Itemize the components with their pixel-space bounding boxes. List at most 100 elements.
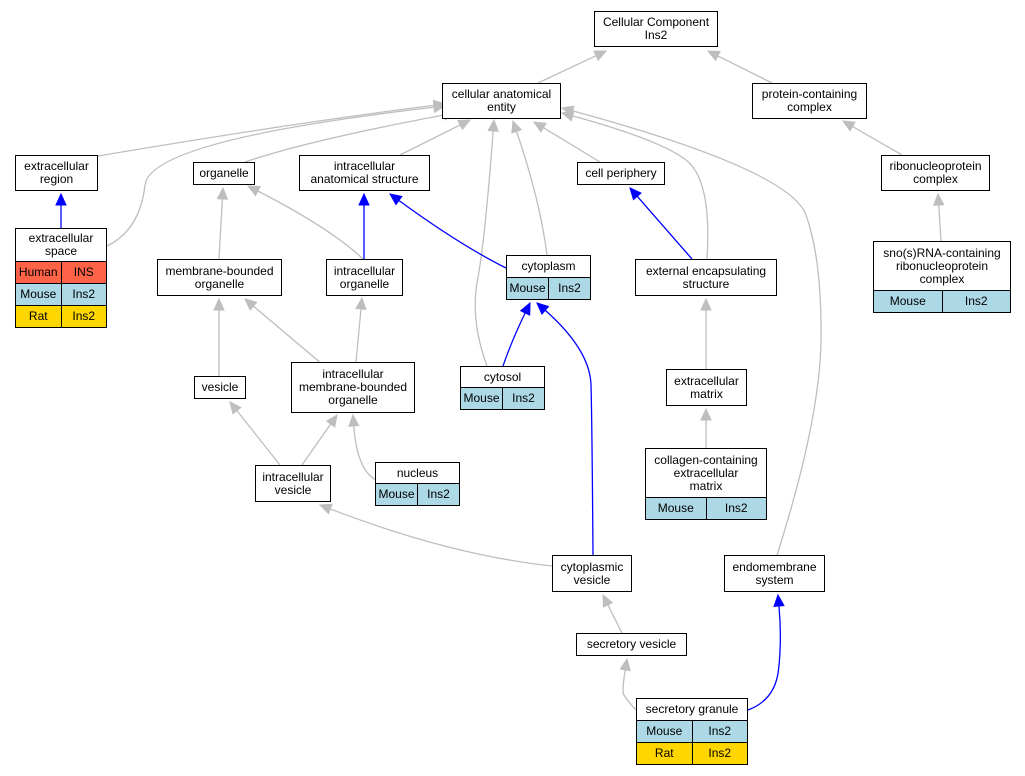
- arrowhead-icon: [55, 192, 67, 206]
- term-node-extracellular-matrix[interactable]: extracellular matrix: [666, 369, 747, 406]
- term-label: intracellular vesicle: [262, 469, 324, 497]
- arrowhead-icon: [700, 297, 712, 311]
- term-label: nucleus: [396, 465, 439, 480]
- arrowhead-icon: [536, 302, 550, 315]
- arrowhead-icon: [244, 298, 258, 311]
- arrowhead-icon: [487, 118, 499, 132]
- term-node-vesicle[interactable]: vesicle: [194, 376, 246, 399]
- edge-line: [355, 308, 362, 363]
- edge-intracellular_organelle-to-intracellular_anatomical_structure: [358, 192, 370, 259]
- term-node-extracellular-region[interactable]: extracellular region: [15, 155, 98, 191]
- edge-line: [515, 131, 548, 256]
- term-node-collagen-ecm[interactable]: collagen-containing extracellular matrix…: [645, 448, 767, 520]
- term-node-endomembrane-system[interactable]: endomembrane system: [724, 555, 825, 592]
- edge-line: [106, 106, 435, 247]
- term-label: cytoplasm: [521, 259, 576, 273]
- term-label: secretory granule: [645, 702, 739, 716]
- edge-cytoplasm-to-intracellular_anatomical_structure: [389, 193, 507, 269]
- edge-nucleus-to-intracellular_mb_organelle: [348, 413, 377, 481]
- arrowhead-icon: [246, 185, 261, 197]
- term-node-secretory-vesicle[interactable]: secretory vesicle: [576, 633, 687, 656]
- arrowhead-icon: [511, 119, 523, 134]
- edge-secretory_granule-to-endomembrane_system: [747, 593, 785, 711]
- term-label: cytosol: [483, 369, 522, 384]
- term-node-organelle[interactable]: organelle: [193, 162, 255, 185]
- edge-collagen_ecm-to-extracellular_matrix: [700, 407, 712, 448]
- edge-line: [398, 199, 507, 269]
- arrowhead-icon: [932, 192, 945, 206]
- term-node-snorna-rnp-complex[interactable]: sno(s)RNA-containing ribonucleoprotein c…: [873, 241, 1011, 313]
- edge-line: [938, 204, 942, 242]
- arrowhead-icon: [355, 296, 367, 310]
- arrowhead-icon: [389, 193, 403, 206]
- edge-intracellular_mb_organelle-to-membrane_bounded_organelle: [244, 298, 323, 365]
- edge-line: [717, 55, 773, 84]
- edge-cytoplasmic_vesicle-to-intracellular_vesicle: [318, 503, 553, 567]
- arrowhead-icon: [519, 301, 531, 316]
- species-cell: Human: [18, 265, 58, 279]
- term-node-intracellular-vesicle[interactable]: intracellular vesicle: [255, 465, 331, 502]
- edge-extracellular_region-to-cellular_anatomical_entity: [97, 99, 447, 157]
- term-node-cytoplasmic-vesicle[interactable]: cytoplasmic vesicle: [552, 555, 632, 592]
- edge-line: [537, 55, 597, 84]
- species-cell: Mouse: [378, 487, 415, 501]
- edge-vesicle-to-membrane_bounded_organelle: [213, 297, 225, 376]
- edge-extracellular_space-to-extracellular_region: [55, 192, 67, 228]
- edge-protein_containing_complex-to-cellular_component: [706, 50, 773, 84]
- term-label: ribonucleoprotein complex: [889, 159, 982, 186]
- edge-line: [301, 423, 332, 466]
- species-cell: Mouse: [889, 294, 926, 308]
- edge-cellular_anatomical_entity-to-cellular_component: [537, 50, 608, 84]
- term-node-ribonucleoprotein-complex[interactable]: ribonucleoprotein complex: [881, 155, 990, 191]
- gene-cell: Ins2: [60, 306, 107, 327]
- term-node-external-encapsulating-structure[interactable]: external encapsulating structure: [635, 259, 777, 296]
- species-cell: Mouse: [463, 391, 500, 405]
- gene-cell: Ins2: [60, 284, 107, 305]
- term-label: Cellular Component Ins2: [602, 15, 710, 42]
- edge-line: [502, 312, 526, 367]
- edge-line: [353, 425, 377, 481]
- edge-line: [97, 104, 435, 157]
- edge-ribonucleoprotein_complex-to-protein_containing_complex: [841, 120, 903, 156]
- species-cell: Mouse: [509, 281, 546, 295]
- edge-line: [607, 604, 623, 634]
- term-node-intracellular-organelle[interactable]: intracellular organelle: [326, 259, 403, 296]
- term-node-membrane-bounded-organelle[interactable]: membrane-bounded organelle: [157, 259, 282, 296]
- arrowhead-icon: [432, 101, 447, 114]
- gene-cell: INS: [60, 262, 107, 283]
- edge-external_encapsulating_structure-to-cell_periphery: [629, 187, 693, 260]
- edge-line: [399, 124, 461, 156]
- term-node-cellular-component[interactable]: Cellular Component Ins2: [594, 11, 718, 47]
- edge-line: [544, 309, 594, 556]
- term-node-intracellular-mb-organelle[interactable]: intracellular membrane-bounded organelle: [291, 362, 415, 413]
- term-node-protein-containing-complex[interactable]: protein-containing complex: [752, 83, 867, 119]
- edge-line: [747, 605, 782, 711]
- edge-intracellular_organelle-to-organelle: [246, 185, 364, 260]
- edge-cytosol-to-cytoplasm: [502, 301, 531, 367]
- term-node-cellular-anatomical-entity[interactable]: cellular anatomical entity: [442, 83, 561, 119]
- edge-line: [244, 114, 445, 163]
- arrowhead-icon: [348, 413, 360, 427]
- species-cell: Mouse: [657, 501, 694, 515]
- term-label: collagen-containing extracellular matrix: [654, 452, 758, 493]
- edge-line: [543, 127, 601, 163]
- term-label: intracellular anatomical structure: [310, 159, 419, 186]
- edge-cytoplasmic_vesicle-to-cytoplasm: [536, 302, 594, 556]
- species-cell: Rat: [654, 746, 674, 760]
- term-node-cell-periphery[interactable]: cell periphery: [577, 162, 665, 185]
- edge-external_encapsulating_structure-to-cellular_anatomical_entity: [560, 110, 709, 260]
- term-label: vesicle: [201, 380, 239, 394]
- arrowhead-icon: [841, 120, 856, 132]
- term-node-intracellular-anatomical-structure[interactable]: intracellular anatomical structure: [299, 155, 430, 191]
- term-label: external encapsulating structure: [645, 263, 767, 291]
